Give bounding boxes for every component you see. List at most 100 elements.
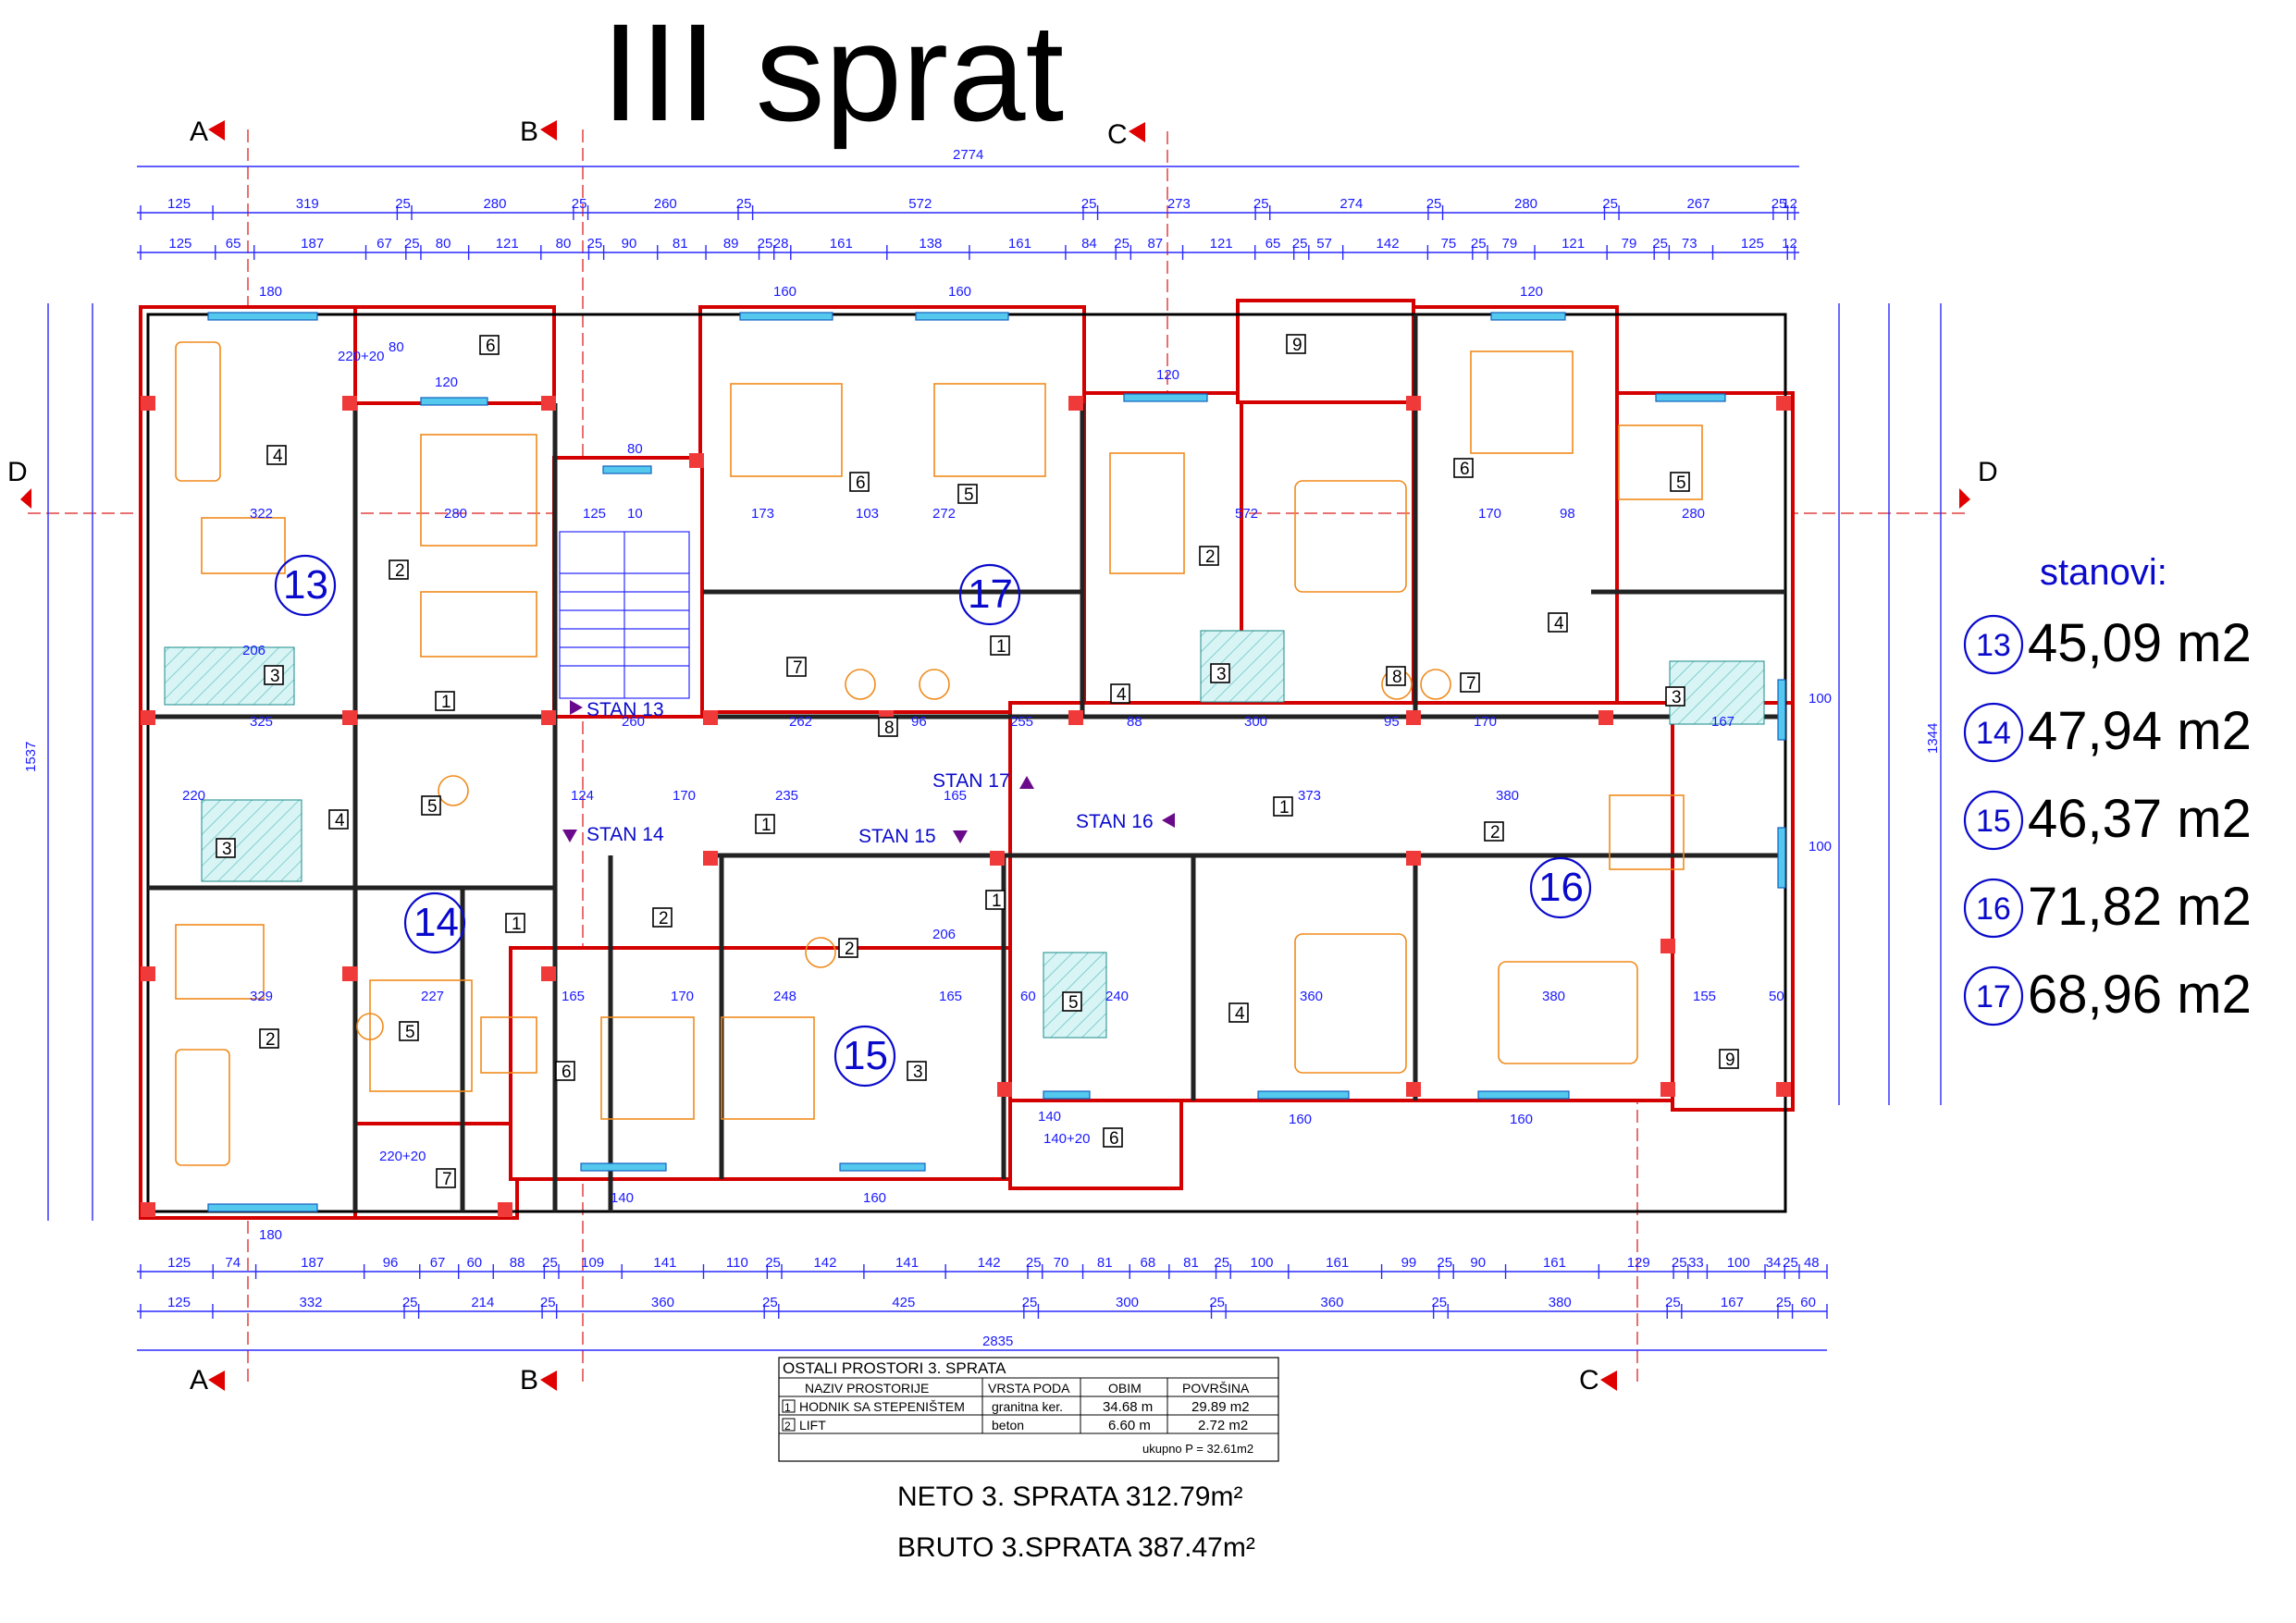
dim-value: 33	[1688, 1255, 1704, 1271]
room-number-box	[259, 1028, 279, 1049]
dim-value: 100	[1727, 1255, 1750, 1271]
apartment-circle-17	[958, 563, 1021, 626]
dim-right-total: 1344	[1925, 723, 1941, 754]
room-number: 2	[265, 1030, 276, 1050]
stan-label-14: STAN 14	[586, 824, 664, 845]
room-number: 9	[1292, 336, 1302, 355]
door-label: 206	[242, 643, 265, 658]
stan-label-13: STAN 13	[586, 699, 664, 720]
dim-value: 260	[654, 196, 677, 212]
room-number: 4	[1235, 1004, 1245, 1024]
inner-dimension: 60	[1020, 989, 1036, 1004]
dim-value: 25	[1776, 1295, 1792, 1310]
entry-arrow-14	[562, 830, 577, 842]
inner-dimension: 50	[1769, 989, 1784, 1004]
dim-value: 214	[471, 1295, 494, 1310]
section-marker-d-left: D	[7, 457, 28, 487]
room-number: 5	[427, 797, 438, 817]
room-number: 1	[441, 693, 451, 712]
dim-value: 110	[726, 1255, 748, 1271]
legend-apartment-circle	[1963, 790, 2024, 851]
dim-value: 425	[892, 1295, 915, 1310]
room-number: 2	[659, 909, 669, 928]
dim-value: 25	[1602, 196, 1618, 212]
dim-value: 25	[736, 196, 752, 212]
dim-value: 25	[1426, 196, 1442, 212]
table-title: OSTALI PROSTORI 3. SPRATA	[783, 1359, 1006, 1377]
table-row-2-perimeter: 6.60 m	[1108, 1418, 1151, 1433]
room-number: 6	[562, 1063, 572, 1082]
room-number: 5	[1676, 473, 1686, 493]
dim-value: 161	[1008, 236, 1031, 252]
room-number: 6	[486, 337, 496, 356]
entry-arrow-16	[1162, 813, 1175, 828]
dim-value: 25	[758, 236, 773, 252]
room-number-box	[990, 635, 1010, 656]
room-number-box	[1286, 334, 1306, 354]
dim-value: 25	[1114, 236, 1129, 252]
section-arrow-c-bottom	[1600, 1371, 1617, 1391]
room-number-box	[389, 559, 409, 580]
inner-dimension: 167	[1711, 714, 1734, 730]
room-number: 1	[512, 915, 522, 934]
room-number-box	[652, 907, 673, 928]
legend-apartment-area: 68,96 m2	[2028, 965, 2252, 1025]
inner-dimension: 170	[1474, 714, 1497, 730]
inner-dimension: 95	[1384, 714, 1400, 730]
dim-value: 34	[1766, 1255, 1782, 1271]
dim-value: 25	[1026, 1255, 1042, 1271]
room-number: 3	[1216, 665, 1227, 684]
dim-value: 96	[383, 1255, 399, 1271]
dim-value: 81	[1097, 1255, 1113, 1271]
apartment-entry-labels: STAN 13 STAN 14 STAN 15 STAN 16 STAN 17	[562, 699, 1175, 847]
table-row-1-perimeter: 34.68 m	[1103, 1399, 1153, 1415]
inner-dimension: 262	[789, 714, 812, 730]
dim-top-total: 2774	[953, 147, 983, 163]
windows	[207, 312, 1786, 1212]
room-number-box	[1719, 1049, 1739, 1069]
inner-dimension: 380	[1542, 989, 1565, 1004]
room-number: 2	[845, 940, 855, 959]
inner-dimension: 103	[856, 506, 879, 522]
room-number-box	[1210, 663, 1230, 683]
dim-value: 332	[299, 1295, 322, 1310]
dim-value: 80	[556, 236, 572, 252]
legend-apartment-number: 15	[1976, 804, 2011, 839]
dim-value: 25	[1253, 196, 1269, 212]
dim-value: 67	[376, 236, 392, 252]
dim-value: 280	[1514, 196, 1537, 212]
dim-value: 25	[1437, 1255, 1452, 1271]
window-label: 160	[948, 284, 971, 300]
dim-value: 73	[1682, 236, 1697, 252]
inner-dimension: 325	[250, 714, 273, 730]
dim-value: 129	[1627, 1255, 1650, 1271]
dim-value: 28	[773, 236, 789, 252]
dim-value: 25	[395, 196, 411, 212]
dim-value: 25	[1665, 1295, 1681, 1310]
room-number: 7	[793, 658, 803, 678]
table-row-1-floor: granitna ker.	[992, 1399, 1063, 1414]
room-number: 7	[1466, 674, 1476, 694]
room-number-box	[1670, 472, 1690, 492]
dim-value: 12	[1782, 236, 1797, 252]
inner-dimension: 220	[182, 788, 205, 804]
room-number-box	[1460, 672, 1480, 693]
dim-value: 25	[1022, 1295, 1038, 1310]
dim-value: 25	[1672, 1255, 1687, 1271]
door-label: 220+20	[338, 349, 384, 364]
apartment-number-15: 15	[843, 1033, 888, 1078]
dim-value: 84	[1081, 236, 1097, 252]
dim-value: 25	[1771, 196, 1787, 212]
section-arrow-c-top	[1129, 122, 1145, 142]
room-number-box	[1103, 1127, 1123, 1148]
room-number-box	[786, 657, 807, 677]
dim-value: 138	[919, 236, 942, 252]
room-number: 6	[856, 473, 866, 493]
table-row-2-area: 2.72 m2	[1198, 1418, 1248, 1433]
window-label: 180	[259, 1227, 282, 1243]
window-label: 140+20	[1043, 1131, 1090, 1147]
inner-dimension: 329	[250, 989, 273, 1004]
legend-apartment-number: 16	[1976, 891, 2011, 927]
